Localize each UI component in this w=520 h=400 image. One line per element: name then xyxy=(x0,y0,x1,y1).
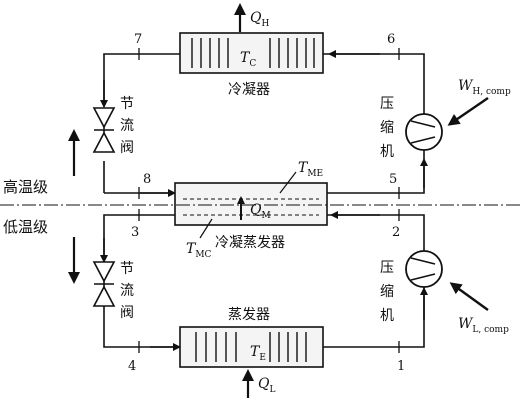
tme-leader xyxy=(279,171,297,194)
state-point-4: 4 xyxy=(128,359,136,374)
lower-valve-char-1: 节 xyxy=(120,261,134,277)
high-stage-loop: TC 冷凝器 QH 节 流 阀 xyxy=(92,3,511,199)
lower-compressor xyxy=(405,250,443,288)
upper-valve-char-1: 节 xyxy=(120,96,134,112)
tmc-leader xyxy=(199,218,213,239)
upper-throttle-valve xyxy=(92,107,116,153)
lower-compressor-char-2: 缩 xyxy=(380,284,394,300)
upper-compressor-char-2: 缩 xyxy=(380,120,394,136)
upper-compressor-char-3: 机 xyxy=(380,144,394,160)
stage-divider: 高温级 低温级 xyxy=(0,129,520,284)
ql-label: QL xyxy=(258,376,275,395)
cascade-condenser: QM 冷凝蒸发器 xyxy=(174,182,328,251)
wl-arrow xyxy=(449,282,489,311)
cascade-condenser-box xyxy=(174,182,328,226)
wl-label: WL, comp xyxy=(458,316,509,335)
state-point-7: 7 xyxy=(134,32,142,47)
lower-compressor-char-3: 机 xyxy=(380,308,394,324)
wh-label: WH, comp xyxy=(458,78,511,97)
evaporator-coils xyxy=(195,332,307,362)
evaporator-temp-label: TE xyxy=(250,344,266,363)
condenser-temp-label: TC xyxy=(240,50,256,69)
evaporator-label: 蒸发器 xyxy=(228,307,270,323)
low-stage-loop: TE 蒸发器 QL 节 流 阀 压 xyxy=(92,209,509,398)
pipe-valve-4 xyxy=(103,306,180,348)
condenser-box xyxy=(179,32,324,74)
pipe-1-compressor xyxy=(323,287,425,348)
pipe-3-valve xyxy=(103,214,175,262)
upper-compressor-char-1: 压 xyxy=(380,96,394,112)
qh-label: QH xyxy=(250,10,269,29)
high-stage-label: 高温级 xyxy=(3,178,48,196)
qm-label: QM xyxy=(250,202,271,221)
state-point-2: 2 xyxy=(392,225,400,240)
state-point-1: 1 xyxy=(397,359,405,374)
state-point-5: 5 xyxy=(389,172,397,187)
condenser-coils xyxy=(191,38,315,68)
upper-compressor xyxy=(405,113,443,151)
low-stage-label: 低温级 xyxy=(3,218,48,236)
lower-valve-char-3: 阀 xyxy=(120,305,134,321)
lower-compressor-char-1: 压 xyxy=(380,260,394,276)
state-point-6: 6 xyxy=(387,32,395,47)
lower-valve-char-2: 流 xyxy=(120,283,134,299)
evaporator-box xyxy=(179,326,324,368)
pipe-7-valve xyxy=(103,53,180,107)
wh-arrow xyxy=(447,97,489,126)
lower-throttle-valve xyxy=(92,261,116,307)
condenser-label: 冷凝器 xyxy=(228,82,270,98)
cascade-condenser-label: 冷凝蒸发器 xyxy=(215,235,285,251)
upper-valve-char-2: 流 xyxy=(120,118,134,134)
tmc-label: TMC xyxy=(186,241,212,260)
tme-label: TME xyxy=(298,160,323,179)
upper-valve-char-3: 阀 xyxy=(120,140,134,156)
state-point-3: 3 xyxy=(131,225,139,240)
pipe-2-cascade xyxy=(327,214,425,251)
state-point-8: 8 xyxy=(143,172,151,187)
pipe-cascade-5 xyxy=(327,158,425,194)
